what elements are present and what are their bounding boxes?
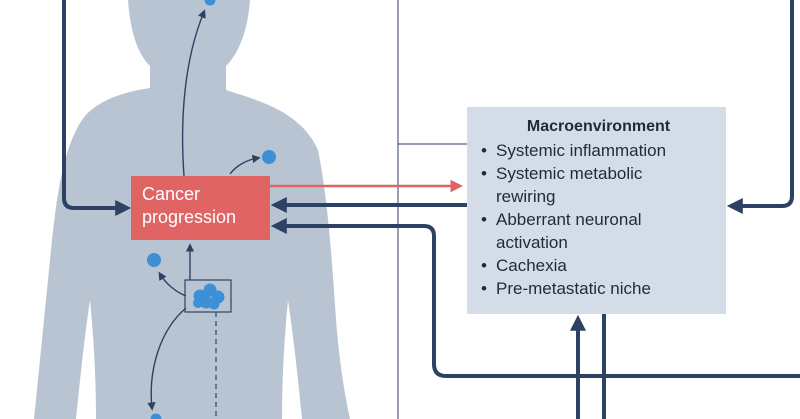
bullet-icon: • <box>481 210 487 229</box>
tumor-to-bottom-cell-arrow <box>147 307 187 411</box>
list-item: •Systemic inflammation <box>481 141 667 160</box>
right-loop-arrow <box>726 0 794 214</box>
cell-right <box>262 150 276 164</box>
macroenvironment-box: Macroenvironment •Systemic inflammation … <box>467 107 726 314</box>
bullet-icon: • <box>481 279 487 298</box>
bullet-icon: • <box>481 164 487 183</box>
bottom-loop-arrow <box>270 218 800 378</box>
tumor-cluster <box>193 283 225 310</box>
tumor-to-left-cell-arrow <box>158 271 187 297</box>
cell-left <box>147 253 161 267</box>
cancer-box-line1: Cancer <box>142 184 201 204</box>
cancer-box-line2: progression <box>142 207 237 227</box>
cell-bottom <box>150 413 162 419</box>
macroenvironment-list: •Systemic inflammation •Systemic metabol… <box>481 139 716 300</box>
primary-tumor-box <box>184 279 232 313</box>
bullet-icon: • <box>481 256 487 275</box>
bullet-icon: • <box>481 141 487 160</box>
list-item: •Pre-metastatic niche <box>481 279 651 298</box>
cell-head <box>204 0 216 6</box>
list-item: •Cachexia <box>481 256 567 275</box>
left-loop-arrow <box>62 0 132 216</box>
macroenvironment-title: Macroenvironment <box>526 118 671 135</box>
cancer-progression-box: Cancer progression <box>131 176 270 240</box>
upward-metastasis-arrow <box>181 9 206 177</box>
cancer-to-cell-arrow <box>229 154 261 175</box>
